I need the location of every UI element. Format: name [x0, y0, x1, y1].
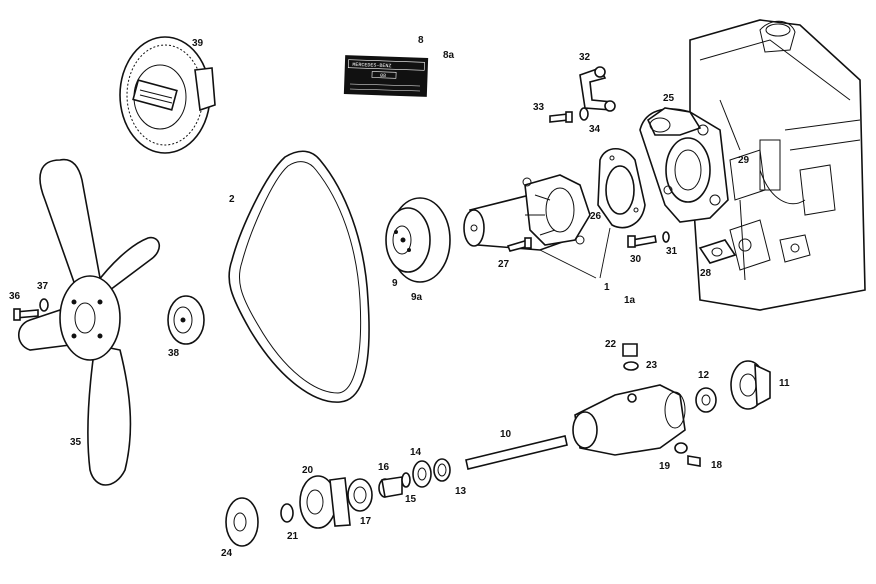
callout-1a: 1a	[624, 295, 636, 306]
callout-35: 35	[70, 437, 82, 448]
callout-31: 31	[666, 246, 678, 257]
callout-33: 33	[533, 102, 545, 113]
coolant-pipe-bracket	[579, 66, 616, 112]
plate-brand-text: MERCEDES-BENZ	[352, 62, 391, 69]
pump-gasket	[597, 147, 646, 229]
callout-32: 32	[579, 52, 591, 63]
callout-9: 9	[392, 278, 398, 289]
callout-17: 17	[360, 516, 372, 527]
callout-21: 21	[287, 531, 299, 542]
callout-14: 14	[410, 447, 422, 458]
callout-8a: 8a	[443, 50, 455, 61]
callout-16: 16	[378, 462, 390, 473]
v-belt	[228, 150, 370, 403]
callout-12: 12	[698, 370, 710, 381]
fan	[17, 158, 160, 486]
identification-plate: MERCEDES-BENZ 08	[343, 55, 429, 97]
callout-19: 19	[659, 461, 671, 472]
callout-20: 20	[302, 465, 314, 476]
callout-30: 30	[630, 254, 642, 265]
callout-15: 15	[405, 494, 417, 505]
leader-lines	[539, 227, 611, 279]
pump-housing	[639, 107, 729, 223]
callout-24: 24	[221, 548, 233, 559]
callout-36: 36	[9, 291, 21, 302]
callout-29: 29	[738, 155, 750, 166]
callout-23: 23	[646, 360, 658, 371]
callout-labels: 1 1a 2 8 8a 9 9a 10 11 12 13 14 15 16 17…	[9, 35, 790, 559]
bolts-and-washers	[13, 107, 737, 467]
callout-26: 26	[590, 211, 602, 222]
callout-27: 27	[498, 259, 510, 270]
callout-11: 11	[779, 378, 790, 389]
pump-pulley	[385, 197, 451, 283]
lower-drive-assembly	[225, 360, 771, 547]
callout-1: 1	[604, 282, 610, 293]
callout-2: 2	[229, 194, 235, 205]
plate-code-text: 08	[380, 73, 386, 79]
callout-25: 25	[663, 93, 675, 104]
callout-10: 10	[500, 429, 512, 440]
viscous-fan-clutch	[119, 36, 216, 154]
callout-13: 13	[455, 486, 467, 497]
callout-9a: 9a	[411, 292, 423, 303]
callout-18: 18	[711, 460, 723, 471]
callout-38: 38	[168, 348, 180, 359]
callout-34: 34	[589, 124, 601, 135]
fan-hub	[167, 295, 205, 345]
engine-block	[689, 19, 866, 311]
callout-39: 39	[192, 38, 204, 49]
callout-8: 8	[418, 35, 424, 46]
callout-22: 22	[605, 339, 617, 350]
water-pump	[463, 174, 591, 251]
callout-37: 37	[37, 281, 49, 292]
callout-28: 28	[700, 268, 712, 279]
